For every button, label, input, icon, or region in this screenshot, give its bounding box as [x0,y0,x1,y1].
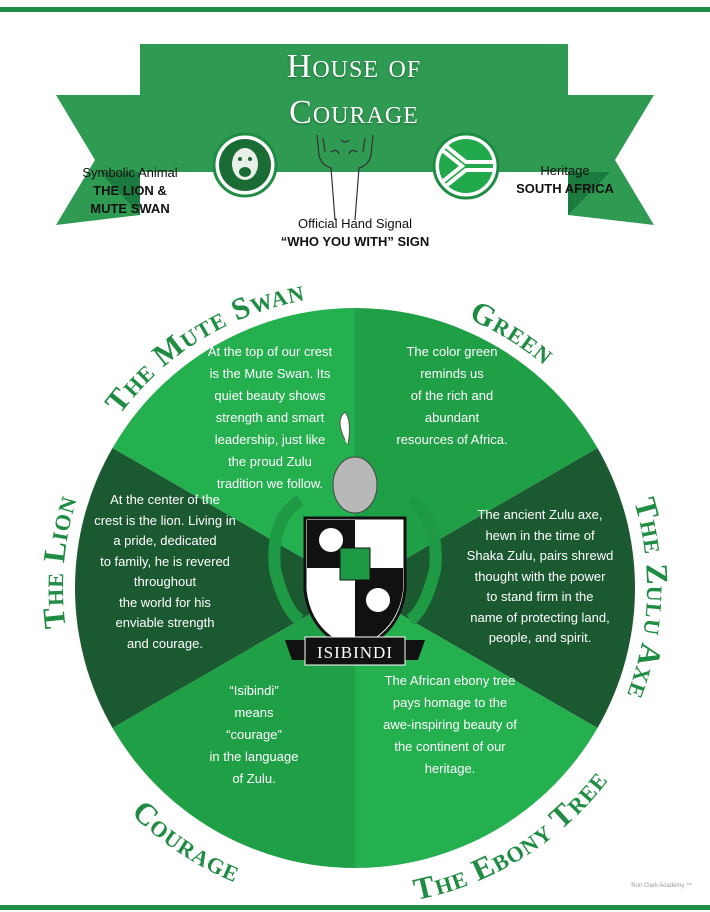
sector-mute-swan [112,308,356,588]
text-line: awe-inspiring beauty of [383,717,517,732]
hand-signal-label: Official Hand Signal [298,216,412,231]
lion-text: At the center of the crest is the lion. L… [94,490,236,654]
text-line: The ancient Zulu axe, [477,507,603,522]
text-line: The color green [406,344,498,359]
heritage-block: Heritage SOUTH AFRICA [500,162,630,198]
text-line: pays homage to the [392,695,508,710]
text-line: Shaka Zulu, pairs shrewd [466,548,614,563]
text-line: throughout [133,574,197,589]
text-line: a pride, dedicated [113,533,217,548]
text-line: in the language [209,749,299,764]
ebony-tree-text: The African ebony tree pays homage to the… [383,670,517,780]
text-line: the world for his [119,594,211,610]
footer-credit: Ron Clark Academy ™ [631,883,692,889]
top-rule [0,7,710,12]
heritage-label: Heritage [540,163,590,178]
text-line: tradition we follow. [216,476,324,491]
symbolic-animal-block: Symbolic Animal THE LION & MUTE SWAN [60,164,200,218]
crest-emblem: ISIBINDI [268,411,442,666]
crest-motto: ISIBINDI [317,643,393,662]
hand-signal-block: Official Hand Signal “WHO YOU WITH” SIGN [255,215,455,251]
lion-icon [212,132,278,198]
text-line: is the Mute Swan. Its [209,366,331,381]
title-line-1: House of [286,48,422,85]
text-line: name of protecting land, [470,609,610,625]
text-line: and courage. [127,635,203,651]
green-text: The color green reminds us of the rich and… [396,341,507,451]
hand-signal-value: “WHO YOU WITH” SIGN [280,234,430,249]
hand-signal-icon [316,134,374,221]
text-line: reminds us [420,366,484,381]
text-line: At the top of our crest [207,344,333,359]
text-line: to family, he is revered [100,553,230,569]
symbolic-animal-value-2: MUTE SWAN [90,201,170,216]
text-line: resources of Africa. [396,432,508,447]
zulu-axe-text: The ancient Zulu axe, hewn in the time of… [467,505,614,649]
text-line: The African ebony tree [384,673,516,688]
text-line: abundant [424,410,480,425]
sector-zulu-axe [355,448,635,728]
text-line: At the center of the [110,492,220,507]
text-line: means [234,705,274,720]
symbolic-animal-label: Symbolic Animal [82,165,178,180]
text-line: enviable strength [115,615,215,630]
text-line: the continent of our [394,739,506,754]
sector-lion [75,448,355,728]
text-line: to stand firm in the [486,589,594,604]
page-title: House of Courage [140,44,568,136]
mute-swan-text: At the top of our crest is the Mute Swan.… [208,341,332,495]
text-line: “courage” [226,727,282,742]
bottom-rule [0,905,710,910]
text-line: crest is the lion. Living in [94,512,236,528]
text-line: of Zulu. [232,771,276,786]
text-line: thought with the power [474,568,606,584]
text-line: quiet beauty shows [214,388,326,403]
text-line: heritage. [424,761,476,776]
title-line-2: Courage [289,94,419,131]
text-line: of the rich and [410,388,494,403]
symbolic-animal-value-1: THE LION & [93,183,167,198]
text-line: “Isibindi” [229,683,279,698]
text-line: people, and spirit. [488,630,592,645]
text-line: hewn in the time of [485,527,595,543]
sector-green [355,308,598,588]
courage-text: “Isibindi” means “courage” in the language o… [210,680,299,790]
text-line: strength and smart [215,410,325,425]
heritage-value: SOUTH AFRICA [516,181,614,196]
south-africa-flag-icon [432,132,500,200]
text-line: the proud Zulu [228,454,312,469]
text-line: leadership, just like [214,432,326,447]
